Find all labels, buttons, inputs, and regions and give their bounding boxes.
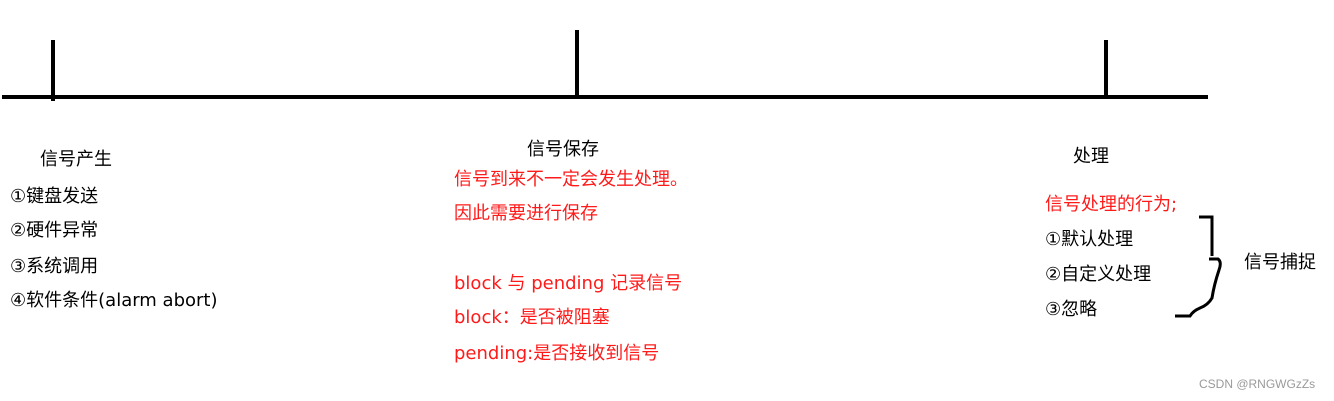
note: 信号到来不一定会发生处理。 <box>454 169 688 190</box>
stage-generation-title: 信号产生 <box>40 149 112 170</box>
watermark: CSDN @RNGWGzZs <box>1199 377 1316 391</box>
list-item: ①默认处理 <box>1045 229 1134 250</box>
note: 因此需要进行保存 <box>454 203 598 224</box>
brace <box>1175 215 1222 318</box>
note: block：是否被阻塞 <box>454 307 610 328</box>
handle-heading: 信号处理的行为; <box>1045 194 1178 215</box>
stage-save-title: 信号保存 <box>527 139 599 160</box>
note: block 与 pending 记录信号 <box>454 273 683 294</box>
list-item: ③忽略 <box>1045 299 1098 320</box>
note: pending:是否接收到信号 <box>454 343 660 364</box>
brace-label: 信号捕捉 <box>1244 252 1316 273</box>
stage-handle-title: 处理 <box>1073 146 1109 167</box>
list-item: ③系统调用 <box>10 256 99 277</box>
list-item: ①键盘发送 <box>10 186 99 207</box>
list-item: ②硬件异常 <box>10 220 99 241</box>
list-item: ②自定义处理 <box>1045 264 1152 285</box>
list-item: ④软件条件(alarm abort) <box>10 290 218 311</box>
